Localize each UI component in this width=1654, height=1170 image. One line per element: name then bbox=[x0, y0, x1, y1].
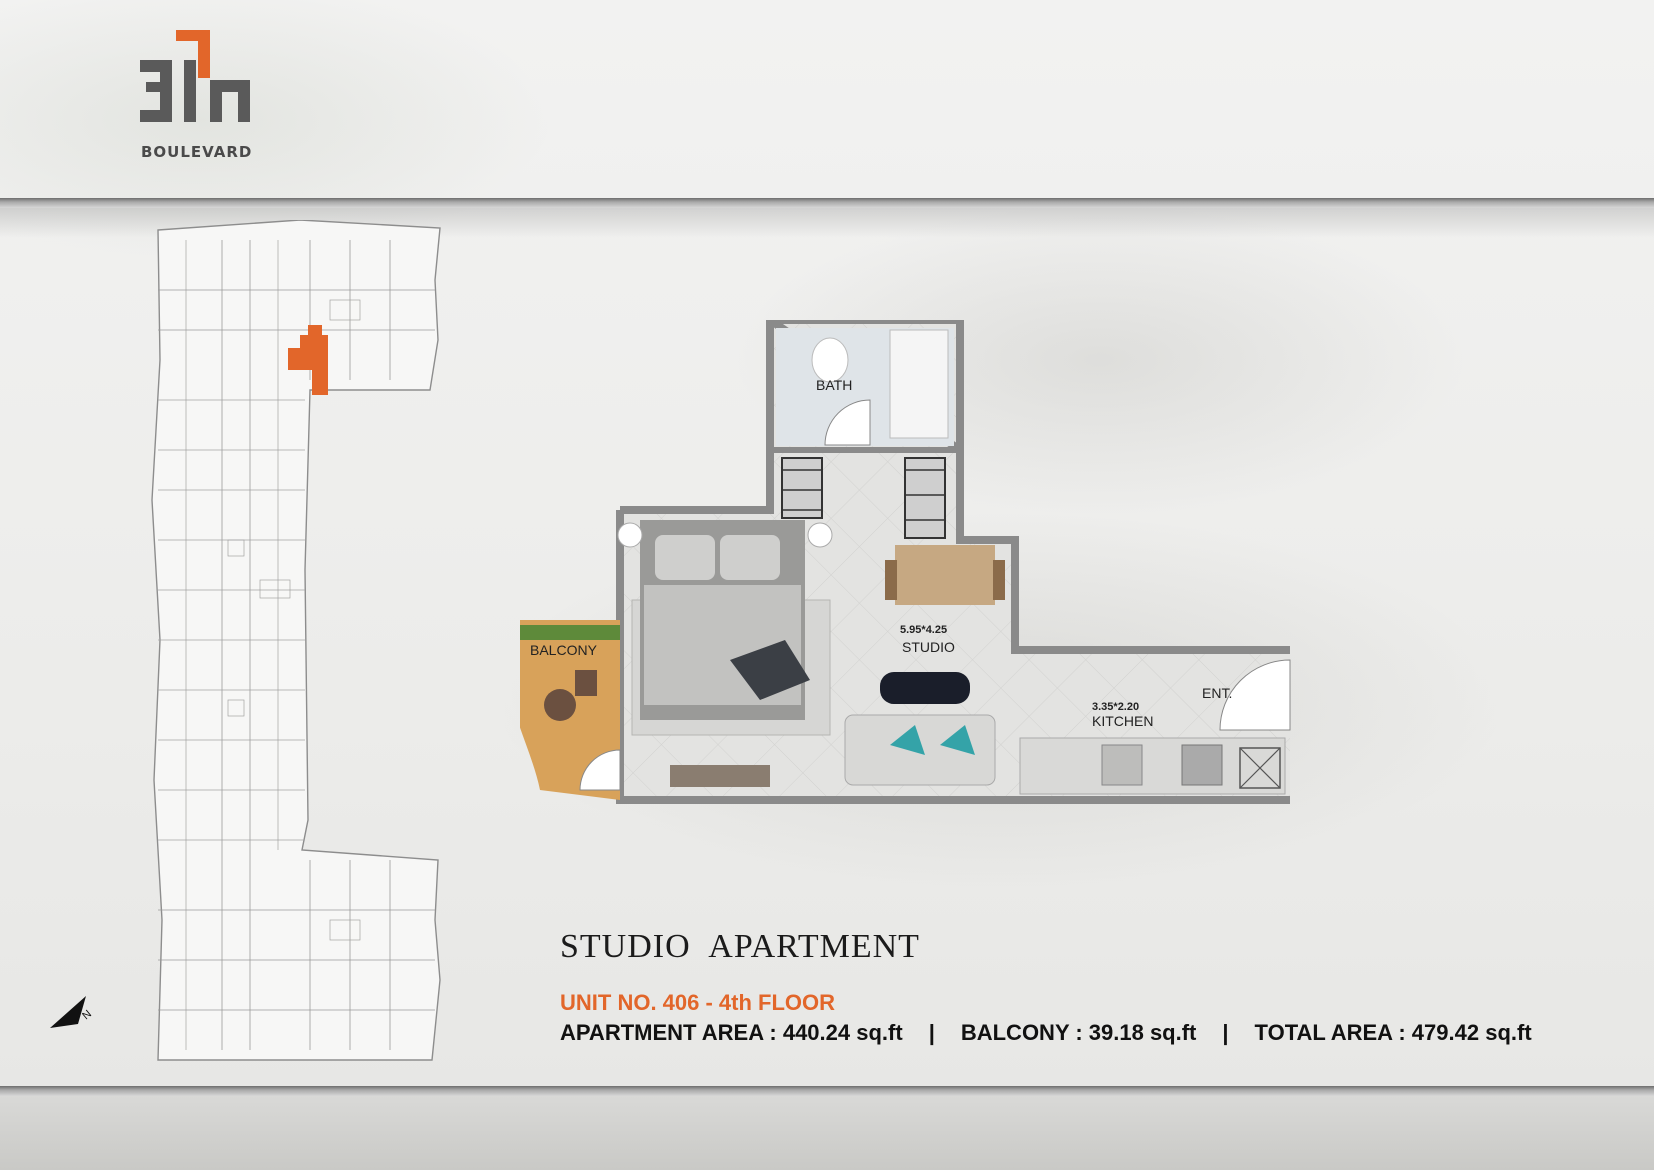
divider-bottom bbox=[0, 1086, 1654, 1096]
label-kitchen-dims: 3.35*2.20 bbox=[1092, 701, 1139, 713]
area-summary: APARTMENT AREA : 440.24 sq.ft | BALCONY : … bbox=[560, 1020, 1532, 1046]
separator: | bbox=[928, 1020, 935, 1045]
label-bath: BATH bbox=[816, 377, 852, 393]
total-area: TOTAL AREA : 479.42 sq.ft bbox=[1254, 1020, 1532, 1045]
north-arrow-icon: N bbox=[50, 996, 94, 1028]
brand-wordmark: BOULEVARD bbox=[141, 143, 253, 161]
footer-strip bbox=[0, 1096, 1654, 1170]
brand-logo bbox=[140, 30, 250, 122]
apartment-area: APARTMENT AREA : 440.24 sq.ft bbox=[560, 1020, 903, 1045]
separator: | bbox=[1222, 1020, 1229, 1045]
divider-top bbox=[0, 198, 1654, 208]
label-entrance: ENT. bbox=[1202, 685, 1232, 701]
label-balcony: BALCONY bbox=[530, 642, 598, 658]
building-key-plan bbox=[151, 220, 441, 1061]
apartment-type-title: STUDIO APARTMENT bbox=[560, 928, 920, 965]
label-studio: STUDIO bbox=[902, 639, 955, 655]
label-kitchen: KITCHEN bbox=[1092, 713, 1153, 729]
balcony-area: BALCONY : 39.18 sq.ft bbox=[960, 1020, 1197, 1045]
north-label: N bbox=[80, 1008, 94, 1022]
unit-floor-plan: BATH BALCONY 5.95*4.25 STUDIO 3.35*2.20 … bbox=[520, 320, 1291, 804]
label-studio-dims: 5.95*4.25 bbox=[900, 624, 947, 636]
unit-number: UNIT NO. 406 - 4th FLOOR bbox=[560, 990, 836, 1015]
